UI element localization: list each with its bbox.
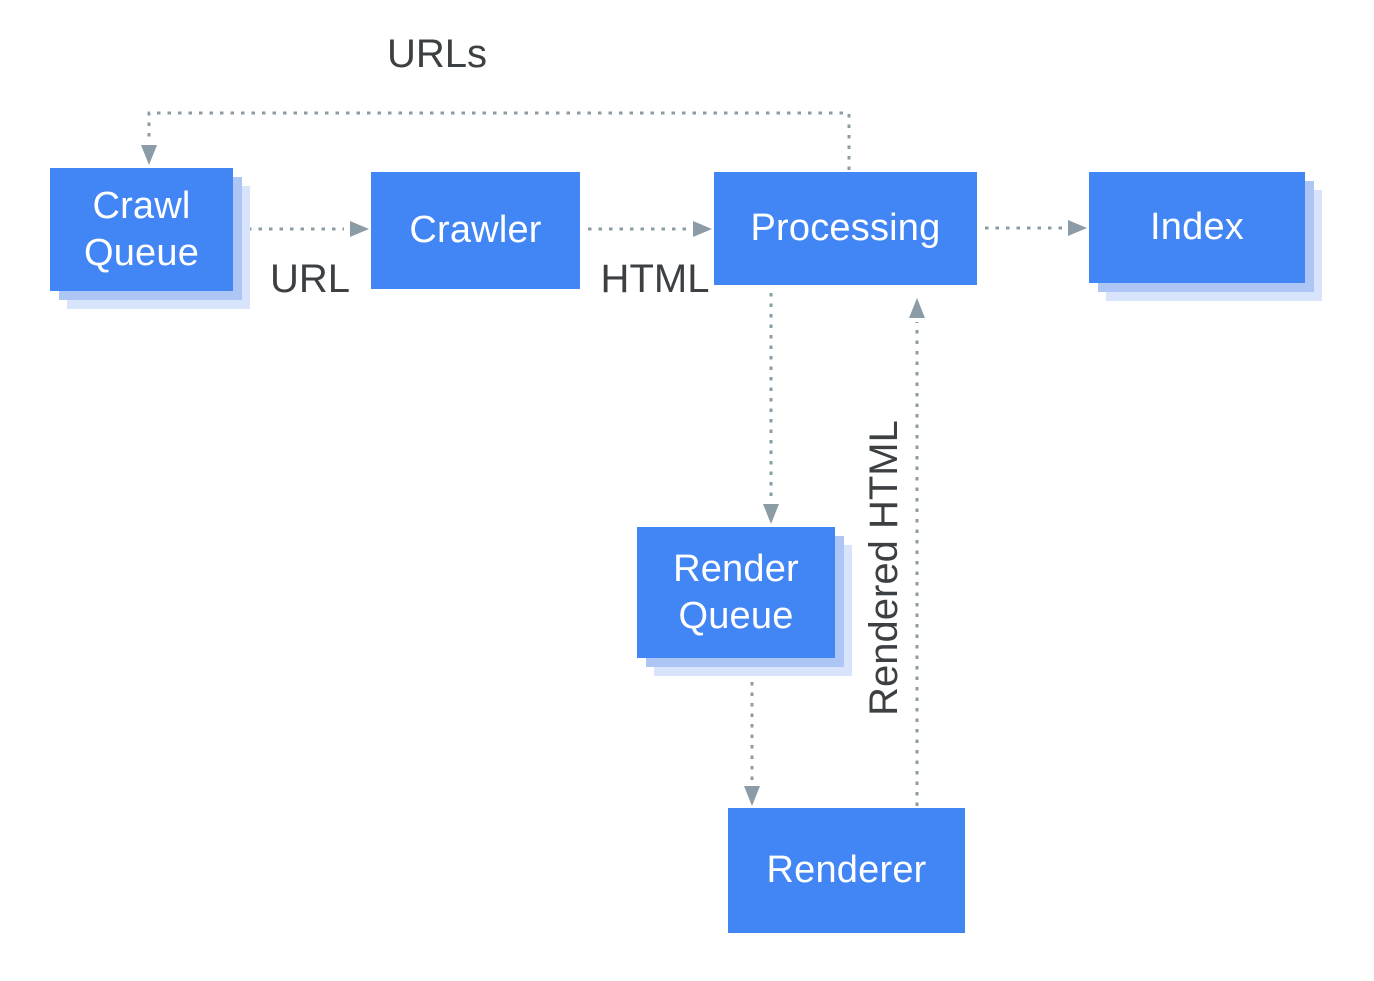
node-processing-label: Processing <box>750 207 941 249</box>
node-face: Processing <box>714 172 977 285</box>
edge-crawler-to-processing <box>588 221 712 237</box>
edge-label-html: HTML <box>600 257 710 301</box>
node-renderer-label: Renderer <box>766 849 927 891</box>
arrowhead-right-icon <box>693 221 712 237</box>
arrowhead-right-icon <box>350 221 369 237</box>
node-crawler-label: Crawler <box>409 209 542 251</box>
node-face: Crawler <box>371 172 580 289</box>
node-face: Render Queue <box>637 527 835 658</box>
edge-render-queue-to-renderer <box>744 682 760 806</box>
edge-processing-to-index <box>985 220 1087 236</box>
edge-label-urls: URLs <box>386 32 488 76</box>
edge-crawl-queue-to-crawler <box>248 221 369 237</box>
node-face: Renderer <box>728 808 965 933</box>
edge-label-url: URL <box>269 257 351 301</box>
arrowhead-right-icon <box>1068 220 1087 236</box>
arrowhead-up-icon <box>909 298 925 318</box>
edge-renderer-to-processing <box>909 298 925 806</box>
node-face: Crawl Queue <box>50 168 233 291</box>
node-index: Index <box>1089 172 1322 301</box>
arrowhead-down-icon <box>744 786 760 806</box>
node-crawl-queue-label: Crawl Queue <box>83 184 200 274</box>
edge-processing-to-render-queue <box>763 293 779 524</box>
edge-processing-to-crawl-queue <box>141 111 851 170</box>
node-render-queue-label: Render Queue <box>673 547 799 637</box>
node-crawl-queue: Crawl Queue <box>50 168 250 309</box>
node-renderer: Renderer <box>728 808 965 933</box>
edge-label-rendered-html: Rendered HTML <box>862 420 906 716</box>
edge-line <box>147 111 851 170</box>
node-processing: Processing <box>714 172 977 285</box>
arrowhead-down-icon <box>763 504 779 524</box>
node-crawler: Crawler <box>371 172 580 289</box>
node-index-label: Index <box>1150 206 1244 248</box>
node-face: Index <box>1089 172 1305 283</box>
node-render-queue: Render Queue <box>637 527 852 676</box>
arrowhead-down-icon <box>141 145 157 165</box>
